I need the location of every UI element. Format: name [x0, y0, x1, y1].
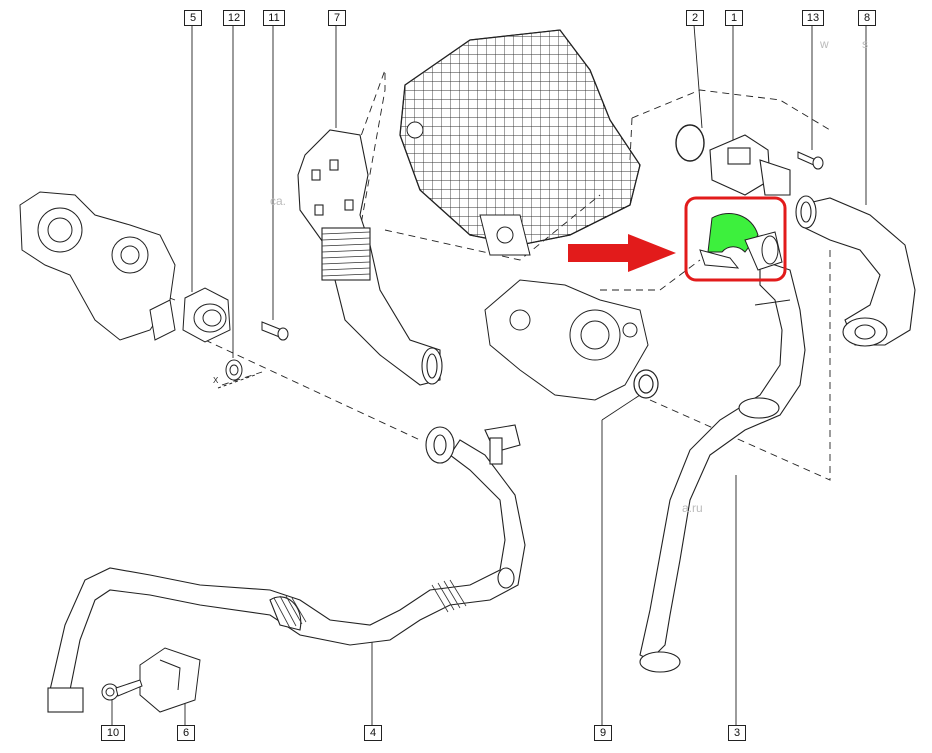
air-duct-7 — [297, 129, 443, 386]
nut-12 — [217, 359, 256, 389]
callout-9: 9 — [594, 725, 612, 741]
hose-3 — [639, 259, 806, 673]
intake-manifold — [399, 29, 641, 256]
gasket-5 — [182, 287, 231, 343]
axis-x-label: X — [213, 376, 219, 385]
callout-13: 13 — [802, 10, 824, 26]
callout-6: 6 — [177, 725, 195, 741]
callout-12: 12 — [223, 10, 245, 26]
callout-11: 11 — [263, 10, 285, 26]
callout-2: 2 — [686, 10, 704, 26]
callout-8: 8 — [858, 10, 876, 26]
svg-text:a.ru: a.ru — [682, 501, 703, 515]
bracket-6 — [139, 647, 201, 713]
red-arrow-icon — [568, 234, 676, 272]
hose-8 — [795, 195, 916, 347]
o-ring-2 — [675, 124, 705, 162]
callout-10: 10 — [101, 725, 125, 741]
callout-7: 7 — [328, 10, 346, 26]
turbo-housing — [484, 279, 649, 401]
sensor-1 — [709, 134, 791, 196]
watermark-text: ca. w s a.ru — [270, 37, 868, 515]
callout-1: 1 — [725, 10, 743, 26]
svg-text:s: s — [862, 37, 868, 51]
ring-9 — [633, 369, 659, 399]
pipe-4 — [47, 424, 526, 713]
callout-5: 5 — [184, 10, 202, 26]
callout-4: 4 — [364, 725, 382, 741]
highlighted-part — [699, 213, 783, 271]
egr-valve-left — [19, 191, 176, 341]
bolt-13 — [797, 151, 824, 170]
bolt-11 — [261, 321, 289, 341]
highlight-box — [684, 196, 787, 282]
svg-text:w: w — [819, 37, 829, 51]
callout-3: 3 — [728, 725, 746, 741]
leader-lines — [111, 24, 867, 725]
bolt-10 — [101, 679, 143, 701]
svg-text:ca.: ca. — [270, 194, 286, 208]
